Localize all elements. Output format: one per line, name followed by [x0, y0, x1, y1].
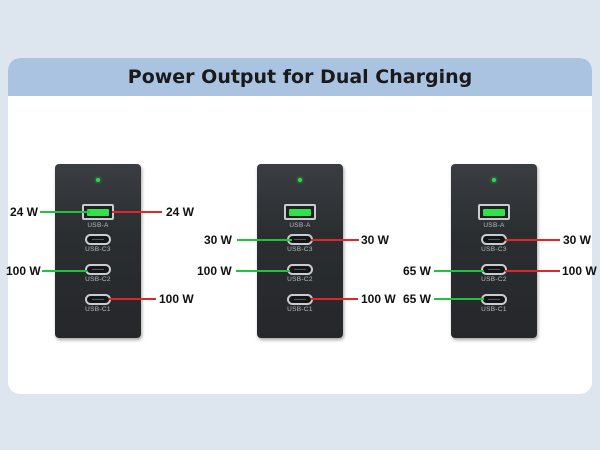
- green-line-usb-c2: [42, 270, 87, 272]
- port-label-usb-a: USB-A: [289, 222, 311, 229]
- watt-label-right-usb-a: 24 W: [166, 205, 195, 219]
- green-line-usb-c2: [434, 270, 484, 272]
- usb-c1-port-icon: [85, 294, 111, 305]
- port-label-usb-c2: USB-C2: [481, 276, 507, 283]
- usb-c3-port-icon: [85, 234, 111, 245]
- port-label-usb-c3: USB-C3: [85, 246, 111, 253]
- usb-c1-port-icon: [287, 294, 313, 305]
- red-line-usb-c3: [505, 239, 560, 241]
- watt-label-left-usb-c2: 100 W: [197, 264, 232, 278]
- port-label-usb-c1: USB-C1: [287, 306, 313, 313]
- green-line-usb-c1: [434, 298, 484, 300]
- usb-c2-port-icon: [287, 264, 313, 275]
- title-bar: [8, 58, 592, 96]
- watt-label-right-usb-c3: 30 W: [361, 233, 390, 247]
- port-label-usb-c3: USB-C3: [481, 246, 507, 253]
- port-label-usb-c2: USB-C2: [287, 276, 313, 283]
- charger-1: USB-A USB-C3 USB-C2 USB-C1: [55, 164, 141, 338]
- usb-c2-port-icon: [85, 264, 111, 275]
- watt-label-right-usb-c1: 100 W: [361, 292, 396, 306]
- usb-a-port-icon: [478, 204, 510, 220]
- port-label-usb-a: USB-A: [483, 222, 505, 229]
- usb-a-port-icon: [284, 204, 316, 220]
- red-line-usb-c1: [109, 298, 156, 300]
- charger-3: USB-A USB-C3 USB-C2 USB-C1: [451, 164, 537, 338]
- red-line-usb-c3: [311, 239, 359, 241]
- port-label-usb-c1: USB-C1: [85, 306, 111, 313]
- green-line-usb-c2: [236, 270, 290, 272]
- page-title: Power Output for Dual Charging: [127, 66, 473, 88]
- watt-label-left-usb-c2: 100 W: [6, 264, 41, 278]
- port-label-usb-c1: USB-C1: [481, 306, 507, 313]
- power-led-icon: [96, 178, 100, 182]
- usb-c1-port-icon: [481, 294, 507, 305]
- red-line-usb-a: [112, 211, 162, 213]
- watt-label-right-usb-c1: 100 W: [159, 292, 194, 306]
- watt-label-right-usb-c2: 100 W: [562, 264, 597, 278]
- watt-label-left-usb-c1: 65 W: [403, 292, 432, 306]
- charger-2: USB-A USB-C3 USB-C2 USB-C1: [257, 164, 343, 338]
- red-line-usb-c2: [505, 270, 560, 272]
- port-label-usb-c3: USB-C3: [287, 246, 313, 253]
- usb-c3-port-icon: [481, 234, 507, 245]
- watt-label-left-usb-a: 24 W: [10, 205, 39, 219]
- usb-c2-port-icon: [481, 264, 507, 275]
- watt-label-right-usb-c3: 30 W: [563, 233, 592, 247]
- green-line-usb-c3: [237, 239, 292, 241]
- port-label-usb-a: USB-A: [87, 222, 109, 229]
- watt-label-left-usb-c3: 30 W: [204, 233, 233, 247]
- port-label-usb-c2: USB-C2: [85, 276, 111, 283]
- watt-label-left-usb-c2: 65 W: [403, 264, 432, 278]
- power-led-icon: [298, 178, 302, 182]
- power-led-icon: [492, 178, 496, 182]
- red-line-usb-c1: [311, 298, 358, 300]
- green-line-usb-a: [40, 211, 90, 213]
